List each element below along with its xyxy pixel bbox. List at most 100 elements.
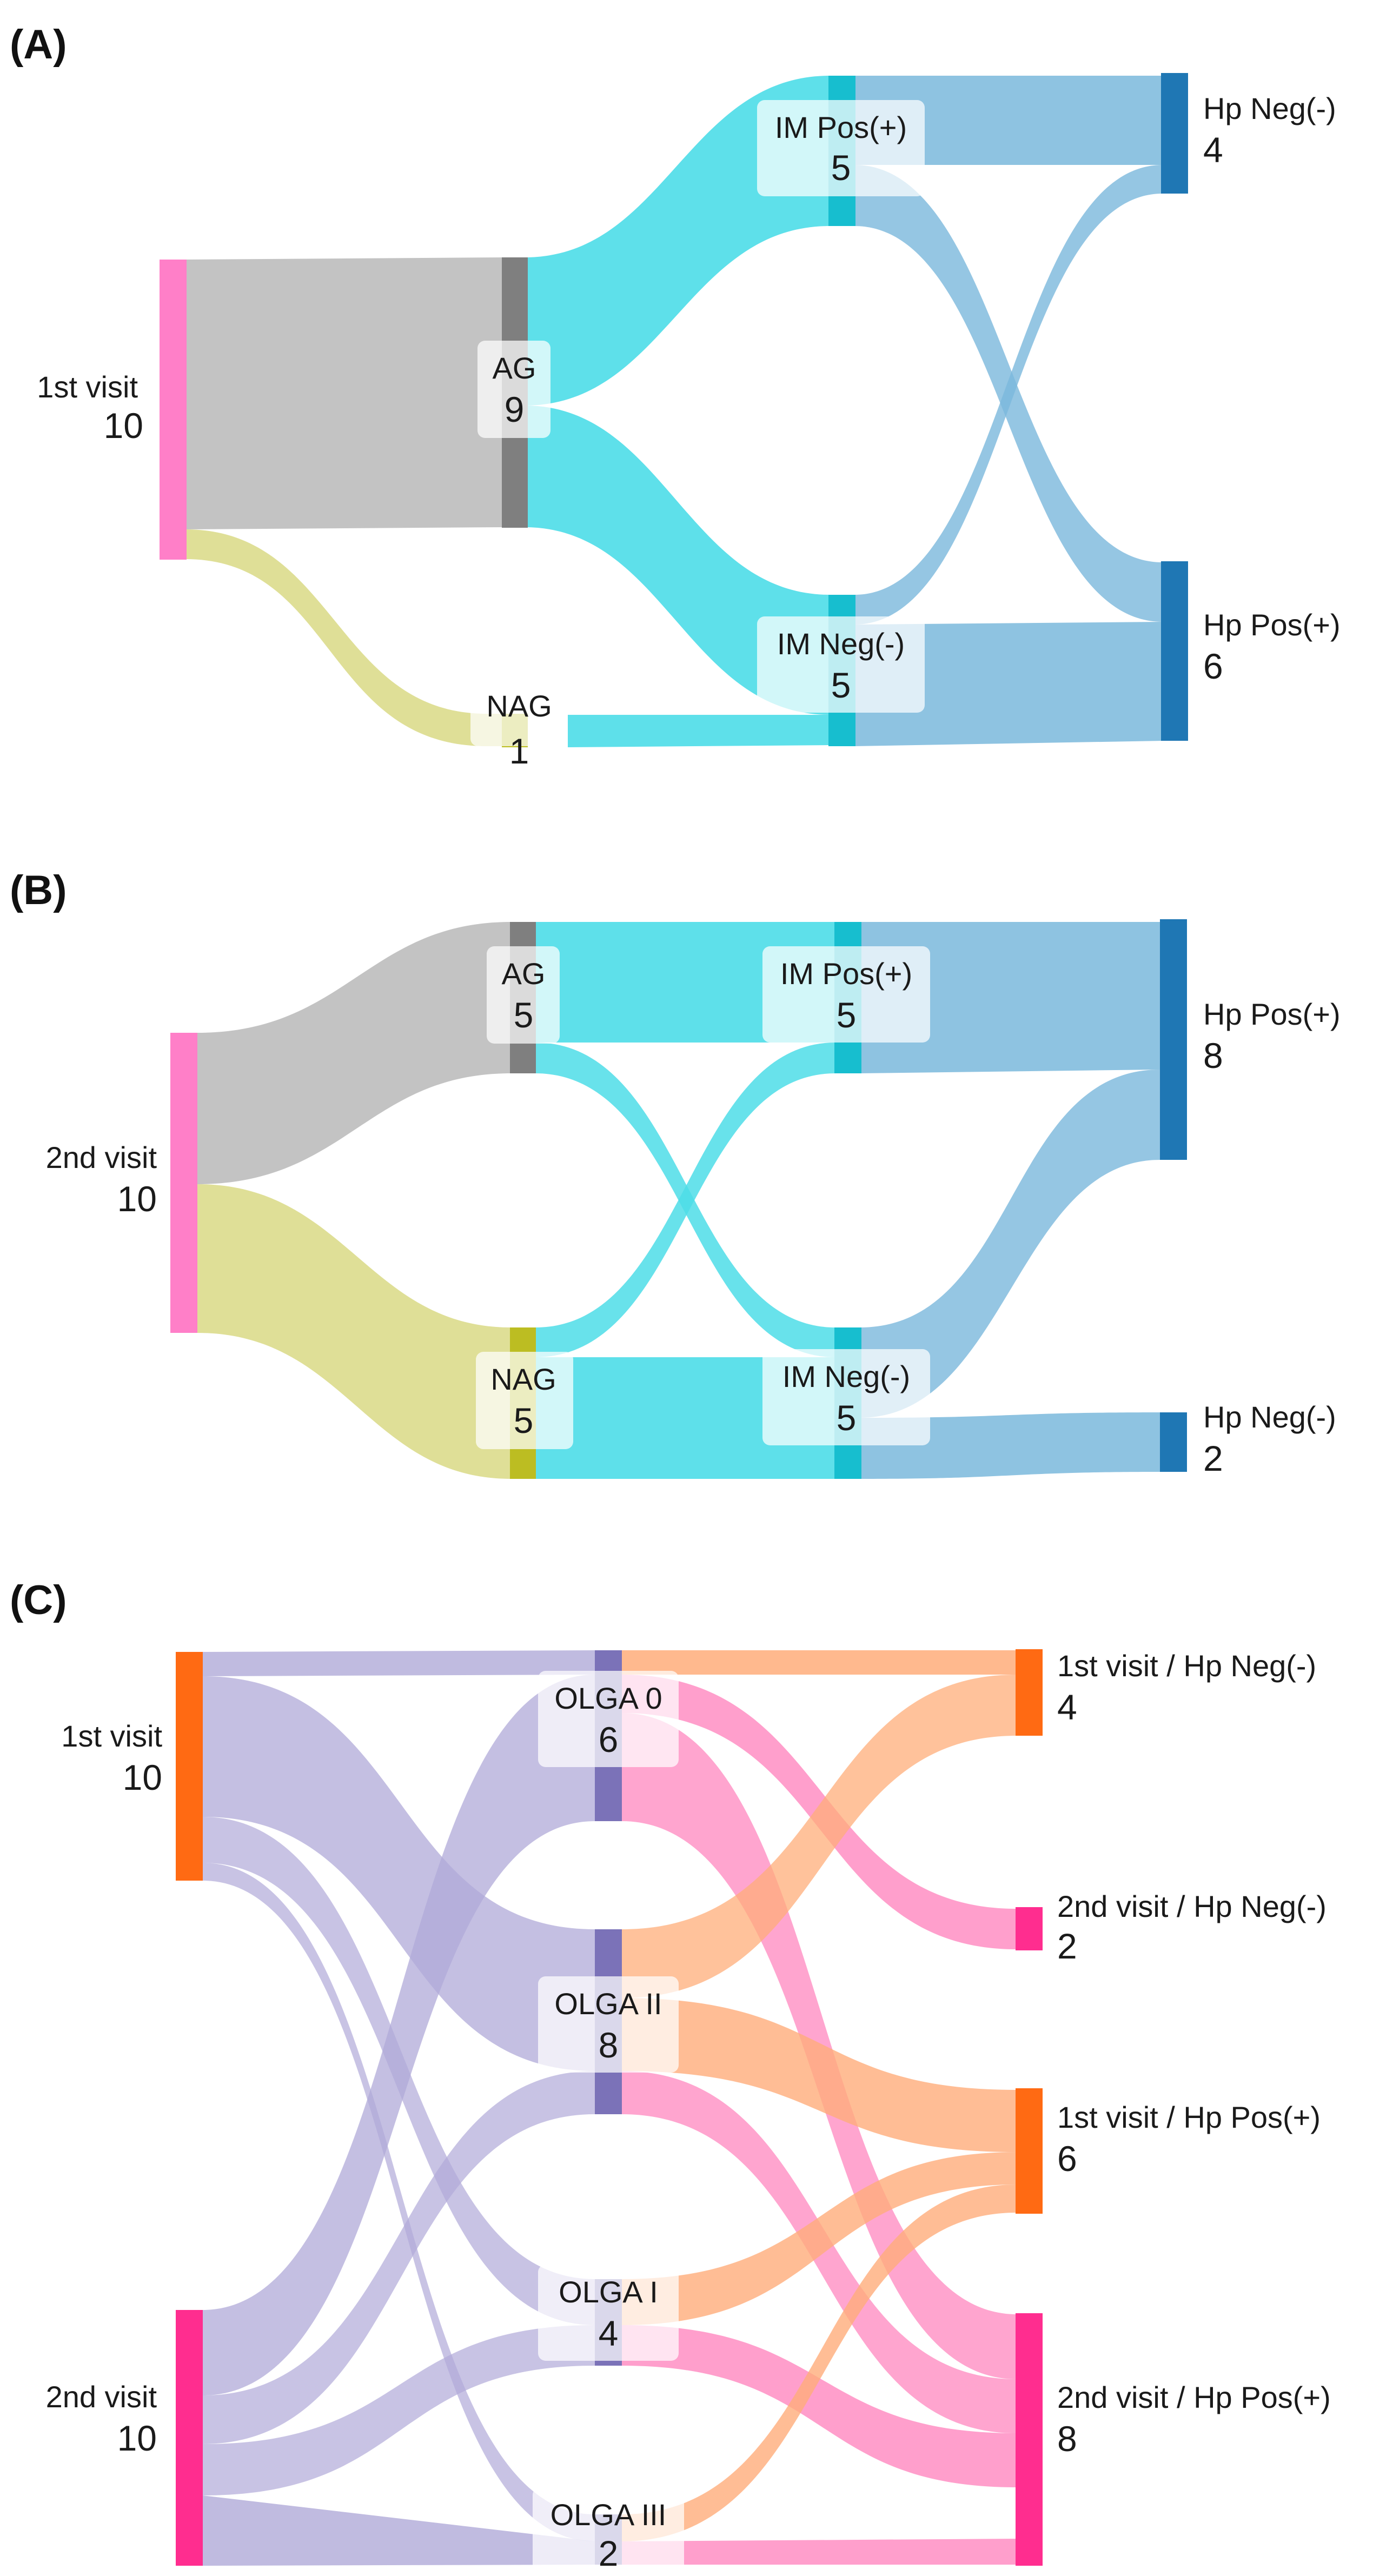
node-c-2nd-hp-neg bbox=[1016, 1907, 1043, 1950]
label-c-1st-hp-pos-name: 1st visit / Hp Pos(+) bbox=[1057, 2100, 1321, 2134]
label-c-1st-visit-name: 1st visit bbox=[61, 1719, 162, 1753]
node-a-hp-neg bbox=[1161, 73, 1188, 194]
label-c-olga-ii-box bbox=[538, 1976, 679, 2073]
label-c-2nd-visit-name: 2nd visit bbox=[46, 2380, 157, 2414]
panel-a: (A) 1st visit 10 AG 9 bbox=[10, 22, 1341, 771]
link-c-2nd-visit-to-olga-ii bbox=[203, 2071, 595, 2444]
label-a-im-pos-box bbox=[757, 100, 925, 196]
label-b-im-neg-name: IM Neg(-) bbox=[782, 1359, 910, 1393]
label-b-ag-value: 5 bbox=[514, 995, 534, 1035]
label-c-olga-i-name: OLGA I bbox=[559, 2275, 658, 2309]
panel-label-c: (C) bbox=[10, 1577, 67, 1623]
label-a-nag-name: NAG bbox=[486, 689, 552, 723]
link-a-1st-visit-to-nag bbox=[185, 529, 519, 746]
link-c-1st-visit-to-olga-iii bbox=[203, 1863, 595, 2541]
link-c-2nd-visit-to-olga-0 bbox=[203, 1675, 595, 2395]
link-b-im-pos-to-hp-pos bbox=[860, 922, 1160, 1073]
link-b-im-neg-to-hp-neg bbox=[860, 1412, 1160, 1479]
node-b-hp-neg bbox=[1160, 1412, 1187, 1472]
node-c-1st-hp-neg bbox=[1016, 1649, 1043, 1736]
link-c-olga-i-to-1st-hp-pos bbox=[622, 2152, 1017, 2325]
label-c-olga-iii-name: OLGA III bbox=[550, 2498, 667, 2532]
panel-label-a: (A) bbox=[10, 22, 67, 68]
label-c-2nd-hp-neg-value: 2 bbox=[1057, 1926, 1077, 1966]
link-a-im-pos-to-hp-neg bbox=[854, 76, 1163, 165]
label-c-2nd-hp-pos-value: 8 bbox=[1057, 2419, 1077, 2459]
label-c-1st-hp-pos-value: 6 bbox=[1057, 2139, 1077, 2179]
labels-c: 1st visit 10 2nd visit 10 OLGA 0 6 OLGA … bbox=[46, 1649, 1331, 2574]
labels-a: 1st visit 10 AG 9 NAG 1 IM Pos(+) 5 IM N… bbox=[37, 91, 1340, 771]
label-c-2nd-hp-neg-name: 2nd visit / Hp Neg(-) bbox=[1057, 1889, 1326, 1923]
link-c-2nd-visit-to-olga-iii bbox=[203, 2495, 595, 2566]
label-b-im-pos-value: 5 bbox=[837, 995, 857, 1035]
link-a-ag-to-im-neg bbox=[525, 406, 830, 715]
label-a-ag-box bbox=[477, 341, 550, 438]
label-a-hp-neg-name: Hp Neg(-) bbox=[1203, 91, 1336, 125]
label-a-im-neg-value: 5 bbox=[831, 665, 851, 705]
label-a-nag-value: 1 bbox=[509, 731, 529, 771]
node-b-hp-pos bbox=[1160, 919, 1187, 1160]
label-a-im-neg-box bbox=[757, 616, 925, 713]
label-b-ag-name: AG bbox=[502, 957, 546, 991]
label-a-ag-value: 9 bbox=[505, 389, 525, 429]
link-c-1st-visit-to-olga-0 bbox=[203, 1650, 595, 1676]
link-a-nag-to-im-neg bbox=[568, 715, 830, 747]
label-c-1st-hp-neg-value: 4 bbox=[1057, 1687, 1077, 1727]
labels-b: 2nd visit 10 AG 5 NAG 5 IM Pos(+) 5 IM N… bbox=[46, 946, 1341, 1478]
links-c-right bbox=[622, 1650, 1017, 2565]
label-b-ag-box bbox=[487, 946, 560, 1044]
link-c-1st-visit-to-olga-ii bbox=[203, 1676, 595, 2071]
label-a-hp-pos-value: 6 bbox=[1203, 646, 1223, 686]
label-b-2nd-visit-value: 10 bbox=[117, 1179, 157, 1219]
label-c-1st-hp-neg-name: 1st visit / Hp Neg(-) bbox=[1057, 1649, 1316, 1683]
label-b-im-neg-value: 5 bbox=[837, 1398, 857, 1438]
label-b-im-neg-box bbox=[762, 1349, 930, 1445]
label-b-2nd-visit-name: 2nd visit bbox=[46, 1140, 157, 1174]
label-b-im-pos-box bbox=[762, 946, 930, 1043]
label-b-hp-pos-name: Hp Pos(+) bbox=[1203, 997, 1341, 1031]
label-a-ag-name: AG bbox=[493, 351, 536, 385]
link-a-im-neg-to-hp-neg bbox=[854, 165, 1163, 625]
link-b-2nd-visit-to-nag bbox=[197, 1184, 511, 1479]
node-b-2nd-visit bbox=[170, 1033, 197, 1333]
label-a-nag-box bbox=[470, 687, 568, 746]
link-c-2nd-visit-to-olga-i bbox=[203, 2325, 595, 2495]
node-a-hp-pos bbox=[1161, 561, 1188, 741]
node-c-2nd-hp-pos bbox=[1016, 2313, 1043, 2566]
label-c-olga-0-value: 6 bbox=[599, 1719, 619, 1760]
label-b-nag-box bbox=[476, 1352, 573, 1449]
link-b-nag-to-im-pos bbox=[535, 1043, 835, 1357]
link-b-nag-to-im-neg bbox=[535, 1357, 835, 1479]
label-c-olga-ii-name: OLGA II bbox=[554, 1987, 662, 2021]
node-c-1st-visit bbox=[176, 1652, 203, 1881]
link-a-ag-to-im-pos bbox=[525, 76, 830, 406]
links-a bbox=[185, 76, 1163, 747]
label-b-hp-neg-value: 2 bbox=[1203, 1438, 1223, 1478]
label-c-olga-i-value: 4 bbox=[599, 2313, 619, 2353]
links-b bbox=[197, 922, 1160, 1479]
label-c-olga-0-name: OLGA 0 bbox=[554, 1681, 662, 1715]
label-c-olga-iii-box bbox=[533, 2487, 684, 2574]
panel-b: (B) 2nd visit 10 AG 5 bbox=[10, 867, 1341, 1479]
panel-c: (C) bbox=[10, 1577, 1331, 2574]
label-c-olga-0-box bbox=[538, 1671, 679, 1767]
label-a-im-pos-value: 5 bbox=[831, 148, 851, 188]
label-b-nag-value: 5 bbox=[514, 1400, 534, 1440]
link-c-olga-i-to-2nd-hp-pos bbox=[622, 2325, 1017, 2487]
link-c-olga-iii-to-1st-hp-pos bbox=[622, 2185, 1017, 2541]
link-c-olga-ii-to-1st-hp-neg bbox=[622, 1675, 1017, 1998]
link-b-2nd-visit-to-ag bbox=[197, 922, 511, 1184]
node-c-1st-hp-pos bbox=[1016, 2088, 1043, 2214]
links-c-left bbox=[203, 1650, 595, 2566]
panel-label-b: (B) bbox=[10, 867, 67, 913]
label-a-1st-visit-name: 1st visit bbox=[37, 370, 138, 404]
link-b-ag-to-im-pos bbox=[535, 922, 835, 1043]
node-c-2nd-visit bbox=[176, 2310, 203, 2566]
label-c-olga-ii-value: 8 bbox=[599, 2025, 619, 2065]
label-b-hp-pos-value: 8 bbox=[1203, 1035, 1223, 1075]
link-b-im-neg-to-hp-pos bbox=[860, 1070, 1160, 1418]
label-c-2nd-hp-pos-name: 2nd visit / Hp Pos(+) bbox=[1057, 2380, 1331, 2414]
link-a-1st-visit-to-ag bbox=[185, 257, 506, 529]
label-c-2nd-visit-value: 10 bbox=[117, 2418, 157, 2458]
